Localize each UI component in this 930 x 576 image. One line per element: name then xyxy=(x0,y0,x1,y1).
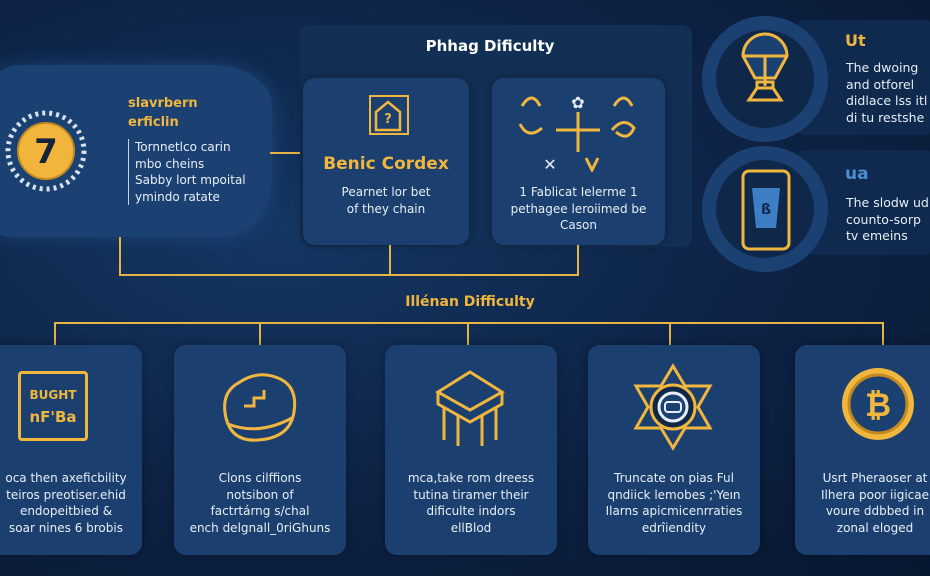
card-symbols xyxy=(492,78,665,245)
connector xyxy=(259,322,261,346)
right-heading-2: ua xyxy=(845,164,869,184)
connector xyxy=(882,322,884,346)
connector xyxy=(389,245,391,276)
card-line: soar nines 6 brobis xyxy=(9,520,123,535)
svg-text:ß: ß xyxy=(761,202,771,218)
intro-heading-1: slavrbern xyxy=(128,96,198,111)
right-line: The dwoing xyxy=(846,60,919,75)
card-line: ench delgnall_0riGhuns xyxy=(189,520,331,535)
card-benic-cordex xyxy=(303,78,469,245)
card-line: Ilarns apicmicenrraties xyxy=(605,504,743,518)
connector xyxy=(119,237,121,276)
card-line: Cason xyxy=(560,218,597,232)
intro-heading-2: erficlin xyxy=(128,115,179,130)
icon-text: nF'Ba xyxy=(29,408,77,426)
connector xyxy=(577,245,579,276)
bottom-card-2 xyxy=(174,345,346,555)
icon-glyph: 7 xyxy=(34,132,58,172)
card-line: qndiick lemobes ;'Yeın xyxy=(607,487,741,502)
intro-line: Tornnetlco carin xyxy=(135,140,231,154)
card-line: factrtárng s/chal xyxy=(210,504,310,518)
card-line: 1 Fablicat Ielerme 1 xyxy=(519,185,638,199)
svg-text:✿: ✿ xyxy=(571,93,584,112)
right-line: tv emeins xyxy=(846,228,908,243)
card-line: ellBlod xyxy=(450,520,492,535)
bught-sign-icon: BUGHT nF'Ba xyxy=(18,371,88,441)
card-line: edrîiendity xyxy=(641,520,707,535)
connector xyxy=(54,322,884,324)
top-section-title: Phhag Dificulty xyxy=(425,37,555,55)
connector xyxy=(669,322,671,346)
connector xyxy=(467,322,469,346)
card-line: mca,take rom dreess xyxy=(407,471,535,485)
right-line: and otforel xyxy=(846,76,915,92)
right-line: di tu restshe xyxy=(846,109,925,125)
card-line: oca then axeficbility xyxy=(5,471,127,485)
phone-icon: ß xyxy=(740,168,792,252)
table-icon xyxy=(432,368,508,448)
connector xyxy=(119,274,579,276)
bottom-card-1 xyxy=(0,345,142,555)
bottom-card-4 xyxy=(588,345,760,555)
card-line: dificulte indors xyxy=(426,504,516,518)
card-line: Truncate on pias Ful xyxy=(614,471,734,485)
card-title: Benic Cordex xyxy=(323,154,449,174)
right-line: The slodw ud xyxy=(846,195,929,210)
atom-coin-icon xyxy=(628,362,718,452)
svg-text:✕: ✕ xyxy=(543,155,556,172)
svg-text:?: ? xyxy=(384,112,392,127)
middle-title: Illénan Difficulty xyxy=(405,294,535,310)
card-line: voure ddbbed in xyxy=(825,504,925,518)
intro-line: mbo cheins xyxy=(135,156,205,171)
connector xyxy=(270,152,300,154)
intro-line: ymindo ratate xyxy=(135,189,220,204)
card-line: endopeitbied & xyxy=(19,504,113,518)
card-line: tutina tiramer their xyxy=(413,487,529,502)
right-line: counto-sorp xyxy=(846,211,921,227)
card-line: Pearnet lor bet xyxy=(341,185,431,199)
cloud-coin-icon xyxy=(218,368,300,446)
card-line: Ilhera poor iigicae xyxy=(821,487,929,502)
card-line: zonal eloged xyxy=(836,520,914,535)
card-line: pethagee leroiimed be xyxy=(510,201,647,216)
card-line: teiros preotiser.ehid xyxy=(6,487,126,502)
intro-line: Sabby lort mpoital xyxy=(135,173,246,187)
connector xyxy=(54,322,56,346)
card-line: Clons cilffions xyxy=(218,471,302,485)
card-line: Usrt Pheraoser at xyxy=(822,471,928,485)
svg-text:₿: ₿ xyxy=(865,386,891,424)
bottom-card-3 xyxy=(385,345,557,555)
card-line: notsibon of xyxy=(226,487,294,502)
question-coin-icon: 7 xyxy=(5,110,87,192)
right-heading-1: Ut xyxy=(845,31,866,50)
symbols-icon: ✿✕ xyxy=(518,92,638,172)
bitcoin-icon: ₿ xyxy=(838,364,918,444)
house-question-icon: ? xyxy=(368,94,410,136)
right-line: didlace lss itl xyxy=(846,93,928,108)
hot-air-balloon-icon xyxy=(735,30,795,102)
icon-text: BUGHT xyxy=(29,388,77,402)
card-line: of they chain xyxy=(346,201,426,216)
